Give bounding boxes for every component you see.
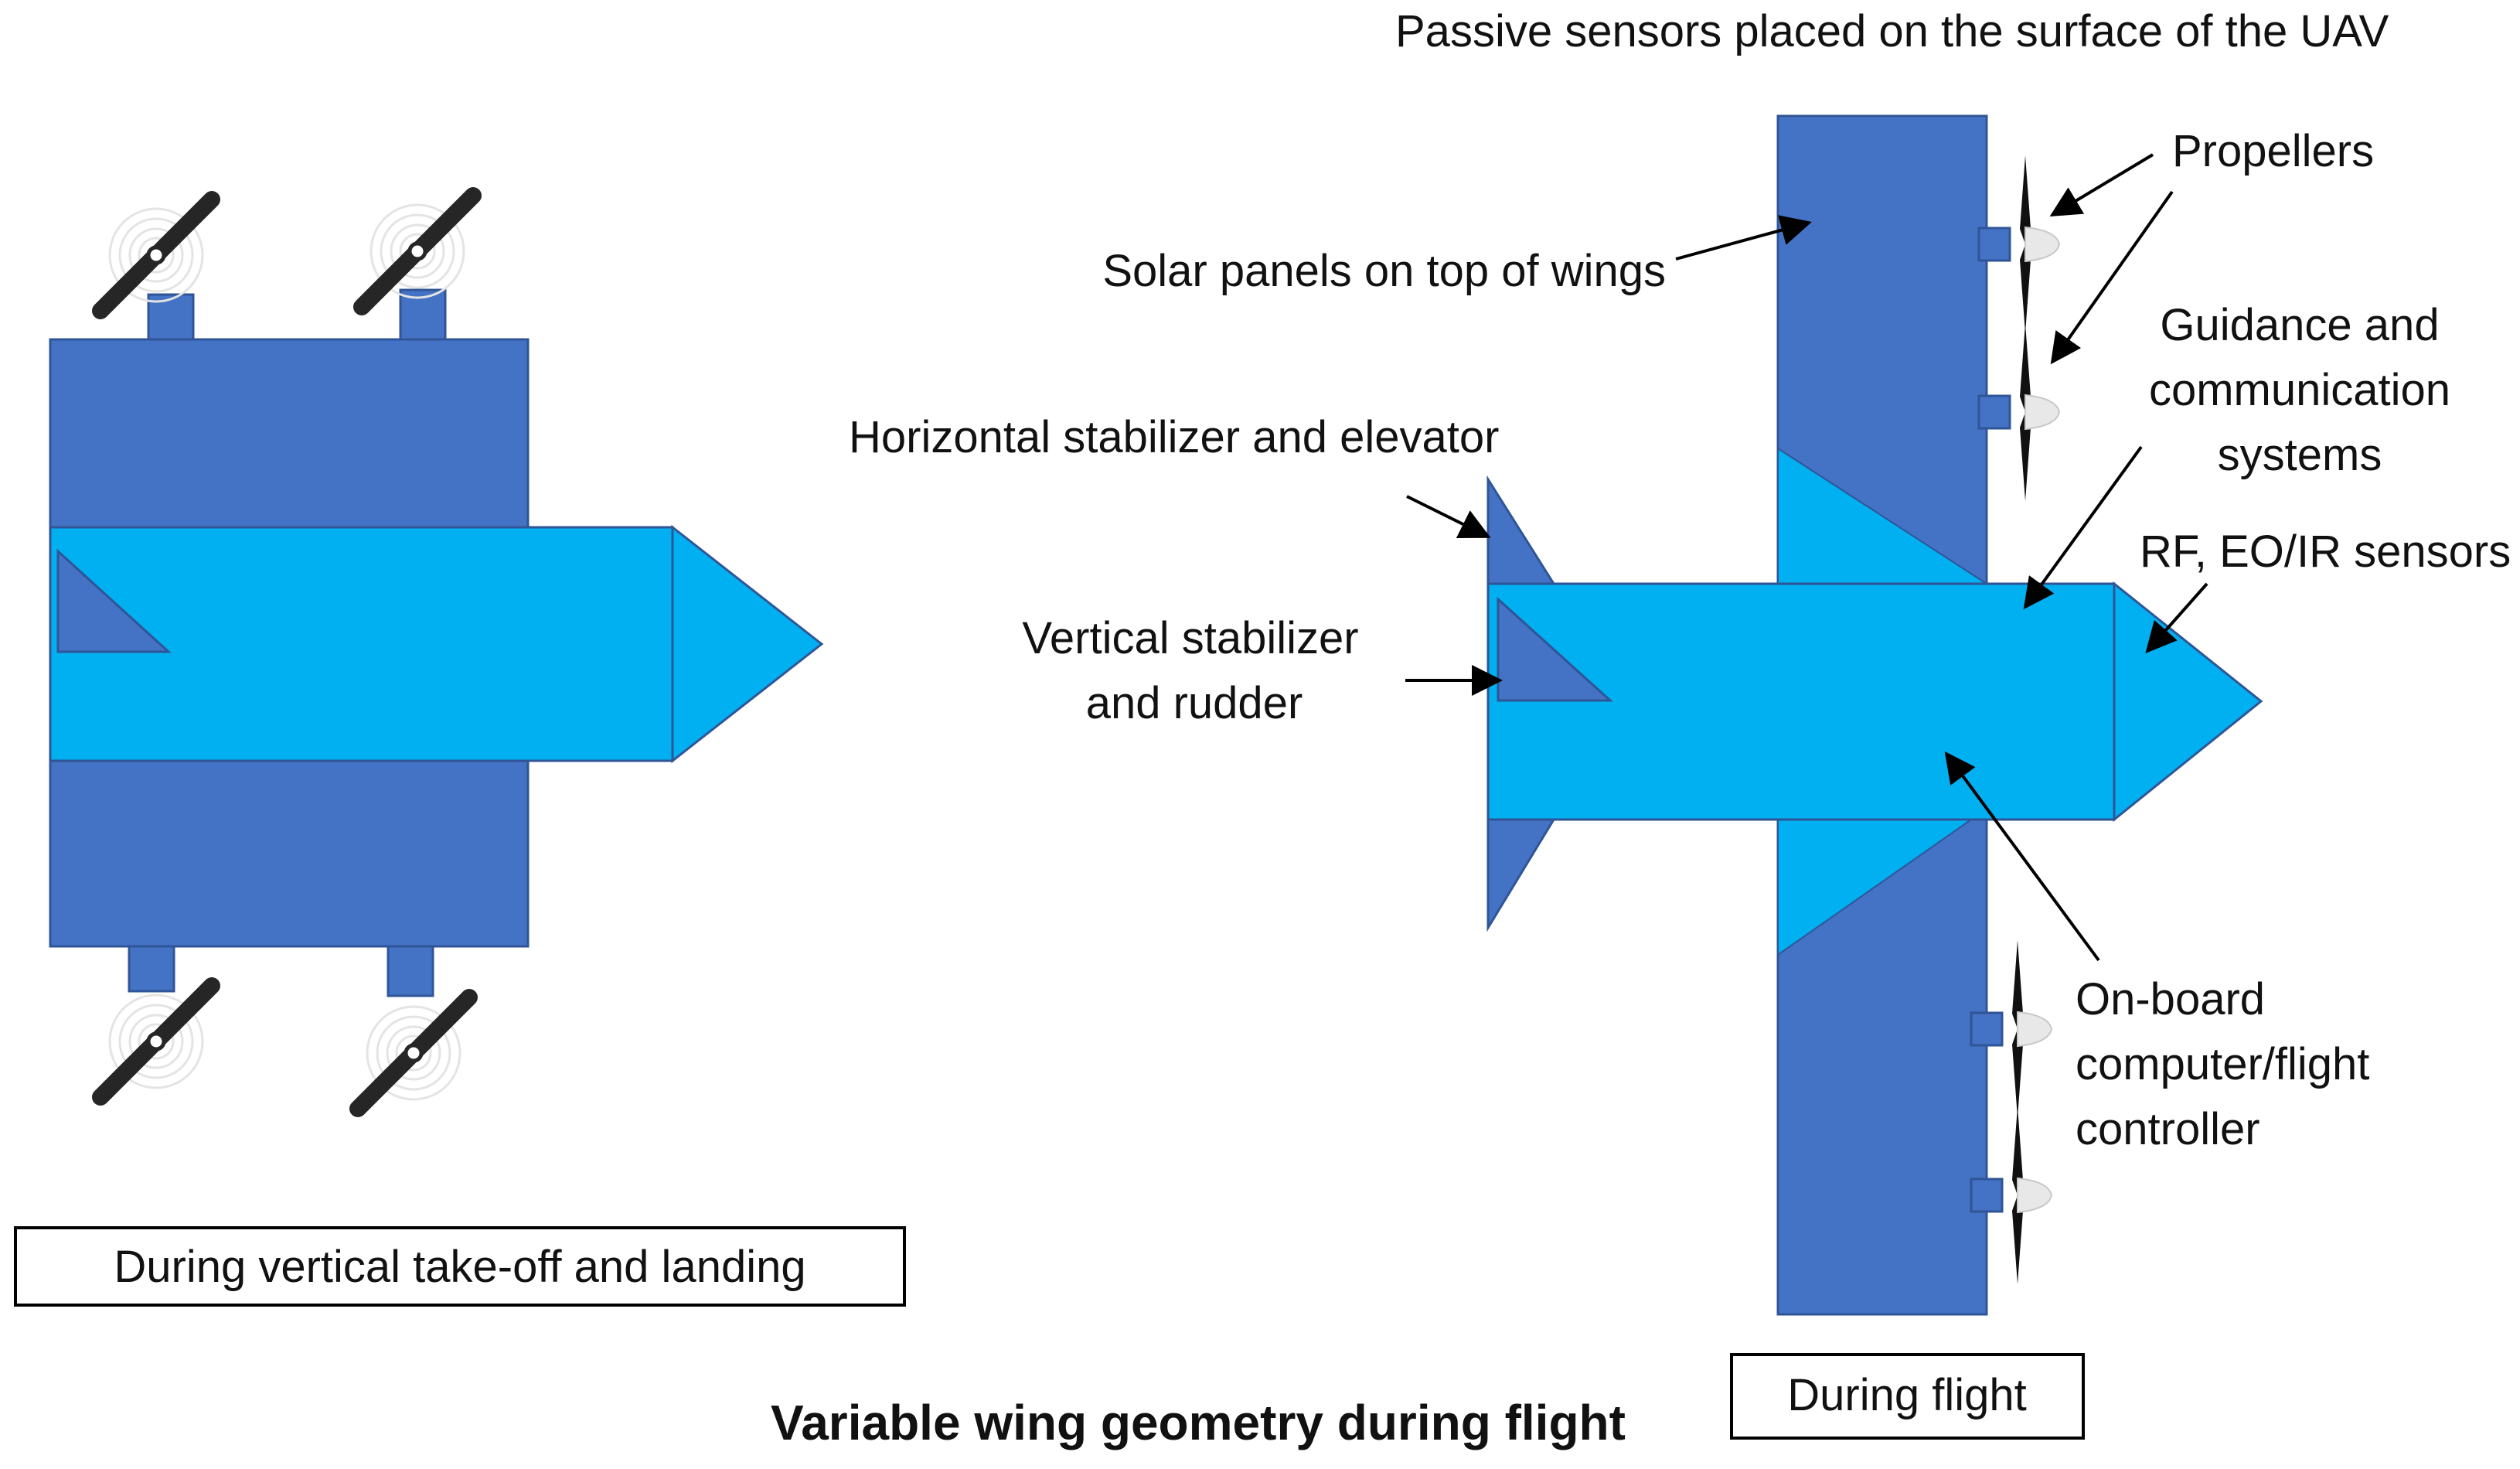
arrow-horizontal-stabilizer [1406,495,1491,538]
solar-panels-label: Solar panels on top of wings [1102,246,1666,296]
arrow-rf-sensors [2145,582,2208,653]
vtol-motor-mount [128,945,175,993]
vertical-stabilizer [1497,596,1613,702]
arrow-propellers-upper [2049,153,2154,217]
vtol-aircraft [49,196,824,1109]
onboard-label-line2: computer/flight [2076,1039,2369,1089]
vtol-caption: During vertical take-off and landing [114,1242,805,1292]
propellers-label: Propellers [2172,126,2374,176]
propeller-icon [100,986,212,1097]
diagram-title: Variable wing geometry during flight [771,1395,1626,1450]
onboard-label-line1: On-board [2076,974,2265,1024]
vtol-nose [671,524,824,764]
vtol-wing-upper [49,338,530,529]
guidance-label-line1: Guidance and [2160,300,2439,350]
passive-sensors-label: Passive sensors placed on the surface of… [1395,6,2389,56]
vertical-stabilizer-label-line1: Vertical stabilizer [1022,613,1358,663]
nose-cone [2113,581,2263,823]
flight-aircraft [1486,114,2263,1316]
vtol-wing-lower [49,759,530,948]
vtol-vertical-stabilizer [56,548,172,653]
arrow-propellers-lower [2050,190,2174,365]
vertical-stabilizer-label-line2: and rudder [1086,678,1303,728]
callout-arrows [1405,153,2208,962]
propeller-side-icon [2019,155,2060,334]
arrow-guidance [2023,445,2143,610]
vtol-caption-box [14,1226,906,1307]
horizontal-stabilizer-label: Horizontal stabilizer and elevator [849,412,1499,462]
guidance-label-line3: systems [2218,430,2382,480]
arrow-solar-panels [1675,215,1812,261]
horizontal-stabilizer-lower [1486,818,1556,932]
motor-mount [1977,227,2011,262]
propeller-side-icon [2011,939,2052,1119]
motor-mount [1977,394,2011,430]
horizontal-stabilizer-upper [1486,475,1556,585]
onboard-label-line3: controller [2076,1104,2260,1154]
guidance-label-line2: communication [2149,365,2450,415]
flight-caption-box [1730,1353,2085,1440]
propeller-side-icon [2019,322,2060,502]
propeller-icon [358,997,469,1109]
rf-sensors-label: RF, EO/IR sensors [2140,527,2511,577]
arrow-onboard-computer [1944,751,2100,962]
vtol-motor-mount [387,945,434,997]
motor-mount [1970,1178,2004,1213]
propeller-side-icon [2011,1106,2052,1285]
flight-caption: During flight [1787,1370,2026,1420]
motor-mount [1970,1011,2004,1047]
